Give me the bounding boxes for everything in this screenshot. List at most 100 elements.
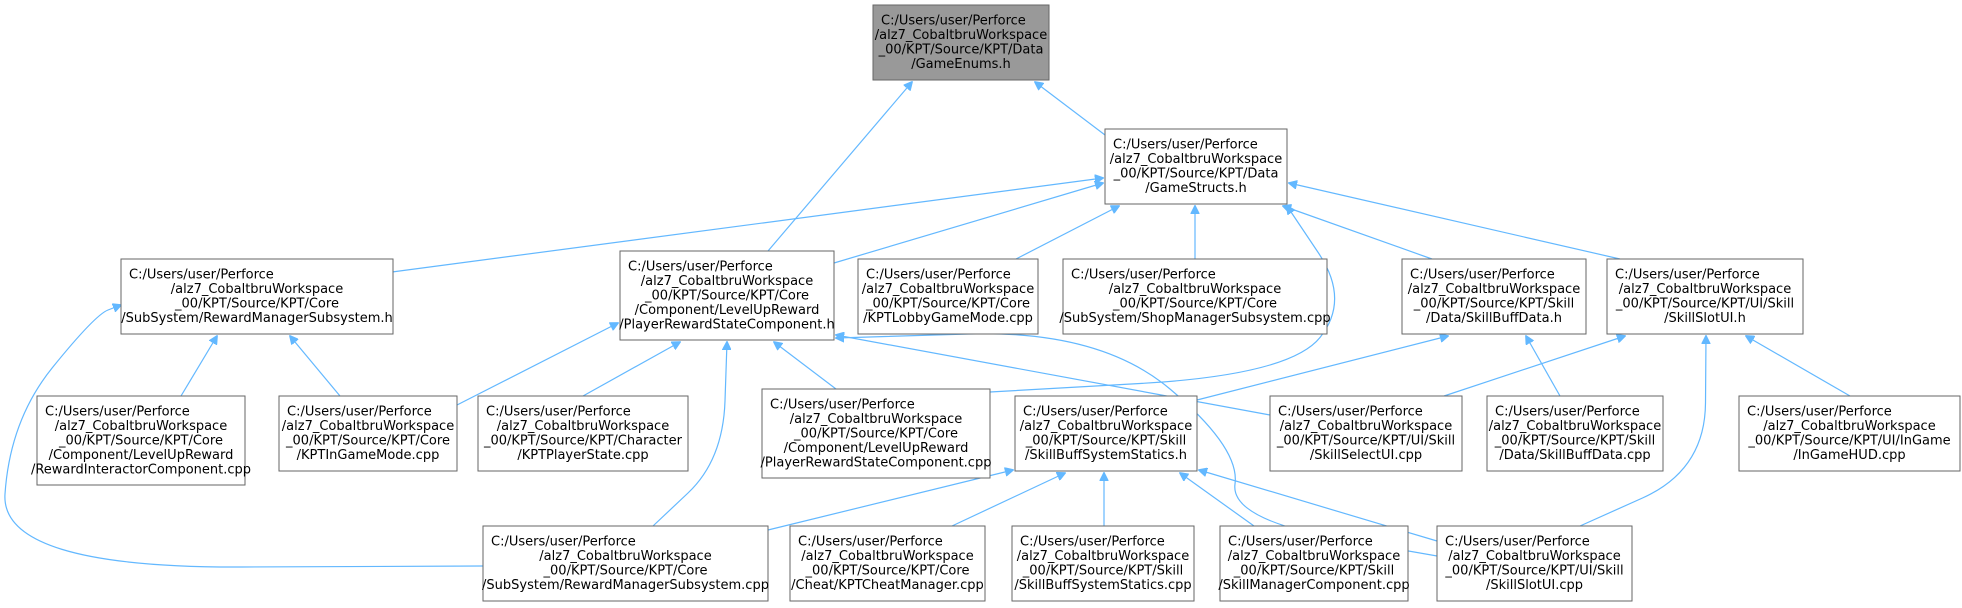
node-box	[1401, 258, 1587, 335]
node-label-line: /alz7_CobaltbruWorkspace	[1448, 549, 1620, 564]
node-n12[interactable]: C:/Users/user/Perforce/alz7_CobaltbruWor…	[1014, 395, 1198, 472]
node-label-line: C:/Users/user/Perforce	[1445, 535, 1590, 550]
edge-n17-to-n12	[951, 473, 1065, 527]
node-label-line: /alz7_CobaltbruWorkspace	[1408, 282, 1580, 297]
edge-n16-to-n12	[767, 470, 1013, 531]
node-box	[872, 4, 1050, 81]
node-n5[interactable]: C:/Users/user/Perforce/alz7_CobaltbruWor…	[1059, 258, 1331, 335]
node-label-line: C:/Users/user/Perforce	[866, 268, 1011, 283]
node-n0[interactable]: C:/Users/user/Perforce/alz7_CobaltbruWor…	[872, 4, 1050, 81]
node-box	[278, 395, 458, 472]
node-n1[interactable]: C:/Users/user/Perforce/alz7_CobaltbruWor…	[1104, 128, 1288, 205]
node-label-line: _00/KPT/Source/KPT/Core	[644, 288, 809, 303]
node-box	[619, 250, 835, 341]
node-label-line: /alz7_CobaltbruWorkspace	[55, 419, 227, 434]
node-box	[1104, 128, 1288, 205]
node-label-line: _00/KPT/Source/KPT/Core	[543, 564, 708, 579]
edge-n13-to-n3	[836, 335, 1271, 416]
node-label-line: /KPTInGameMode.cpp	[297, 448, 440, 463]
node-label-line: C:/Users/user/Perforce	[628, 259, 773, 274]
node-label-line: /Component/LevelUpReward	[784, 441, 969, 456]
node-label-line: _00/KPT/Source/KPT/Core	[805, 564, 970, 579]
node-label-line: _00/KPT/Source/KPT/Core	[174, 297, 339, 312]
node-label-line: /SubSystem/RewardManagerSubsystem.h	[121, 311, 393, 326]
node-label-line: /alz7_CobaltbruWorkspace	[1228, 549, 1400, 564]
node-label-line: /alz7_CobaltbruWorkspace	[1109, 282, 1281, 297]
node-n15[interactable]: C:/Users/user/Perforce/alz7_CobaltbruWor…	[1738, 395, 1961, 472]
node-box	[1269, 395, 1463, 472]
node-label-line: _00/KPT/Source/KPT/Core	[58, 433, 223, 448]
node-label-line: /PlayerRewardStateComponent.h	[619, 317, 835, 332]
node-box	[36, 395, 246, 486]
node-label-line: /Cheat/KPTCheatManager.cpp	[791, 578, 984, 593]
node-n14[interactable]: C:/Users/user/Perforce/alz7_CobaltbruWor…	[1486, 395, 1664, 472]
node-label-line: C:/Users/user/Perforce	[1071, 268, 1216, 283]
edge-n16-to-n3	[652, 342, 727, 527]
node-n17[interactable]: C:/Users/user/Perforce/alz7_CobaltbruWor…	[789, 525, 986, 602]
node-label-line: C:/Users/user/Perforce	[1747, 405, 1892, 420]
node-box	[482, 525, 769, 602]
node-label-line: /alz7_CobaltbruWorkspace	[1280, 419, 1452, 434]
edge-n11-to-n3	[774, 342, 837, 390]
node-n9[interactable]: C:/Users/user/Perforce/alz7_CobaltbruWor…	[278, 395, 458, 472]
node-box	[1606, 258, 1804, 335]
node-label-line: /SkillBuffSystemStatics.cpp	[1014, 578, 1191, 593]
node-n8[interactable]: C:/Users/user/Perforce/alz7_CobaltbruWor…	[31, 395, 251, 486]
node-label-line: /alz7_CobaltbruWorkspace	[641, 274, 813, 289]
node-label-line: /SkillBuffSystemStatics.h	[1025, 448, 1187, 463]
node-box	[1011, 525, 1195, 602]
node-label-line: C:/Users/user/Perforce	[486, 405, 631, 420]
node-label-line: /SubSystem/ShopManagerSubsystem.cpp	[1059, 311, 1330, 326]
node-label-line: _00/KPT/Source/KPT/UI/InGame	[1747, 434, 1950, 449]
node-n20[interactable]: C:/Users/user/Perforce/alz7_CobaltbruWor…	[1436, 525, 1633, 602]
edge-n4-to-n1	[1015, 206, 1119, 260]
node-label-line: _00/KPT/Source/KPT/UI/Skill	[1276, 434, 1455, 449]
node-n18[interactable]: C:/Users/user/Perforce/alz7_CobaltbruWor…	[1011, 525, 1195, 602]
node-n2[interactable]: C:/Users/user/Perforce/alz7_CobaltbruWor…	[120, 258, 394, 335]
edge-n19-to-n12	[1180, 473, 1255, 527]
node-n4[interactable]: C:/Users/user/Perforce/alz7_CobaltbruWor…	[857, 258, 1039, 335]
node-n3[interactable]: C:/Users/user/Perforce/alz7_CobaltbruWor…	[619, 250, 835, 341]
edge-n13-to-n7	[1443, 336, 1625, 397]
node-label-line: /alz7_CobaltbruWorkspace	[497, 419, 669, 434]
node-label-line: /alz7_CobaltbruWorkspace	[1489, 419, 1661, 434]
edge-n1-to-n0	[1035, 82, 1106, 136]
edge-n9-to-n2	[290, 336, 341, 397]
node-label-line: _00/KPT/Source/KPT/Skill	[1025, 434, 1186, 449]
node-label-line: /SkillManagerComponent.cpp	[1218, 578, 1409, 593]
node-label-line: C:/Users/user/Perforce	[1023, 405, 1168, 420]
node-n11[interactable]: C:/Users/user/Perforce/alz7_CobaltbruWor…	[761, 388, 992, 479]
edge-n2-to-n1	[391, 178, 1103, 273]
node-box	[1014, 395, 1198, 472]
node-label-line: /SkillSlotUI.cpp	[1486, 578, 1583, 593]
node-n7[interactable]: C:/Users/user/Perforce/alz7_CobaltbruWor…	[1606, 258, 1804, 335]
node-label-line: C:/Users/user/Perforce	[491, 535, 636, 550]
edge-n11-to-n1	[989, 206, 1336, 393]
node-box	[761, 388, 991, 479]
edge-n3-to-n1	[833, 183, 1103, 264]
node-label-line: _00/KPT/Source/KPT/Core	[1112, 297, 1277, 312]
node-box	[789, 525, 986, 602]
node-box	[1738, 395, 1961, 472]
node-n13[interactable]: C:/Users/user/Perforce/alz7_CobaltbruWor…	[1269, 395, 1463, 472]
node-label-line: _00/KPT/Source/KPT/UI/Skill	[1444, 564, 1623, 579]
node-label-line: C:/Users/user/Perforce	[1228, 535, 1373, 550]
node-label-line: /alz7_CobaltbruWorkspace	[282, 419, 454, 434]
edge-n10-to-n3	[582, 342, 680, 397]
node-label-line: /alz7_CobaltbruWorkspace	[801, 549, 973, 564]
node-label-line: /SubSystem/RewardManagerSubsystem.cpp	[482, 578, 769, 593]
node-label-line: /GameStructs.h	[1145, 181, 1246, 196]
node-n19[interactable]: C:/Users/user/Perforce/alz7_CobaltbruWor…	[1218, 525, 1410, 602]
node-label-line: /alz7_CobaltbruWorkspace	[171, 282, 343, 297]
node-n10[interactable]: C:/Users/user/Perforce/alz7_CobaltbruWor…	[477, 395, 689, 472]
edge-n15-to-n7	[1746, 336, 1851, 397]
node-n16[interactable]: C:/Users/user/Perforce/alz7_CobaltbruWor…	[482, 525, 769, 602]
node-box	[120, 258, 394, 335]
node-label-line: /alz7_CobaltbruWorkspace	[790, 412, 962, 427]
node-label-line: C:/Users/user/Perforce	[1278, 405, 1423, 420]
node-n6[interactable]: C:/Users/user/Perforce/alz7_CobaltbruWor…	[1401, 258, 1587, 335]
node-label-line: /Component/LevelUpReward	[635, 303, 820, 318]
node-label-line: C:/Users/user/Perforce	[1113, 138, 1258, 153]
node-label-line: C:/Users/user/Perforce	[1495, 405, 1640, 420]
edge-n8-to-n2	[180, 336, 217, 397]
